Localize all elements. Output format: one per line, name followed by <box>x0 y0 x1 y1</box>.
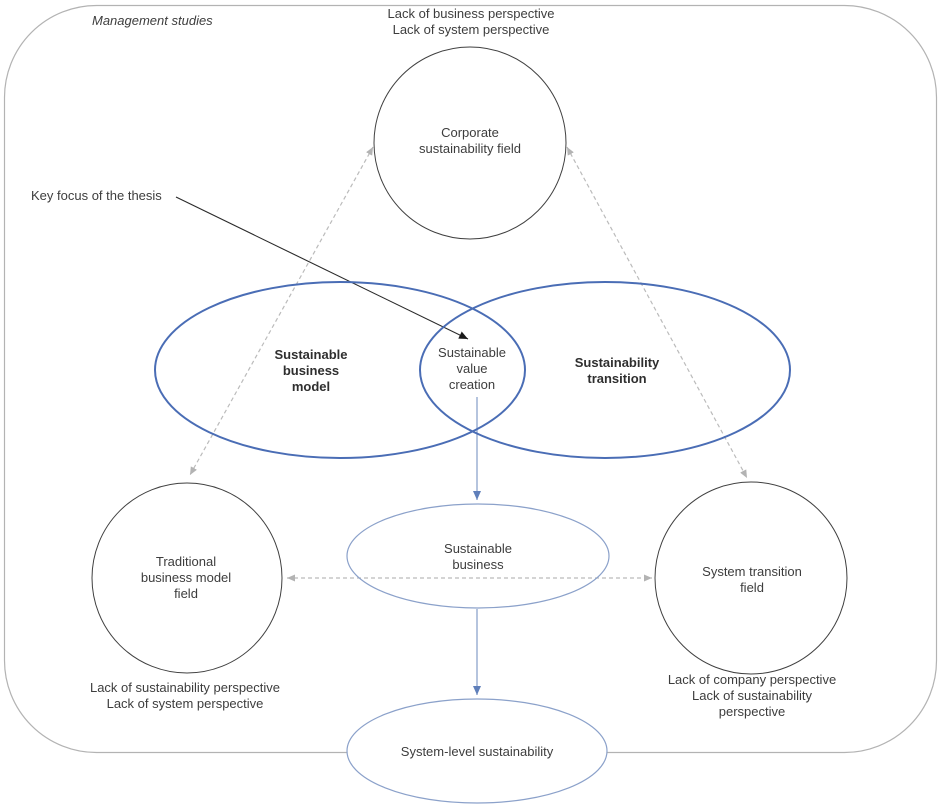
key-focus-arrow <box>175 196 469 340</box>
venn-ellipse-sustainability-transition <box>419 281 791 459</box>
circle-corporate-sustainability-field <box>373 46 567 240</box>
ellipse-system-level-sustainability <box>346 698 608 804</box>
dashed-link-top-to-right-circle <box>566 146 748 479</box>
circle-traditional-business-model-field <box>91 482 283 674</box>
ellipse-sustainable-business <box>346 503 610 609</box>
frame-label: Management studies <box>92 13 213 28</box>
circle-system-transition-field <box>654 481 848 675</box>
dashed-link-top-to-left-circle <box>189 146 374 476</box>
venn-ellipse-sustainable-business-model <box>154 281 526 459</box>
key-focus-label: Key focus of the thesis <box>31 188 162 203</box>
